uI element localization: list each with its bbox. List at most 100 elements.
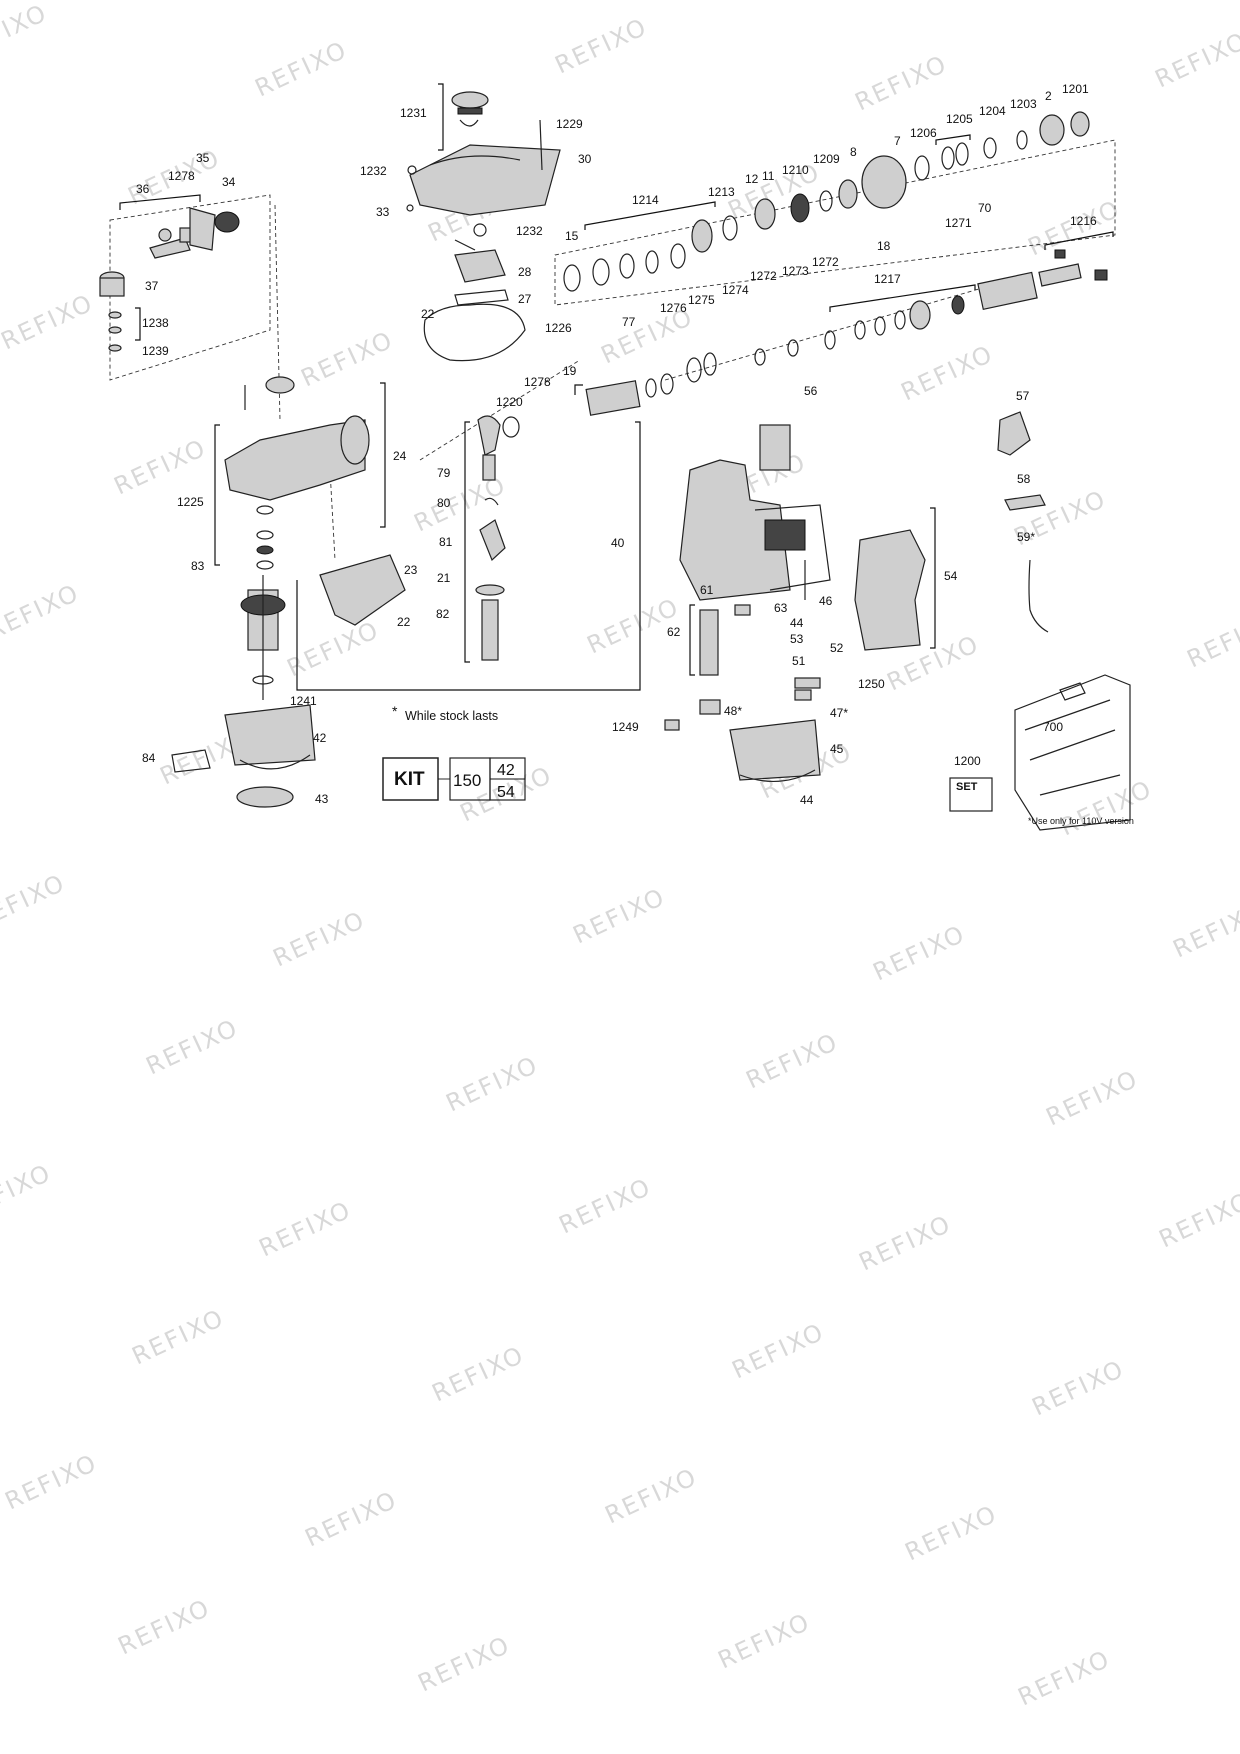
part-label: 35 <box>196 151 210 165</box>
watermark-text: REFIXO <box>0 578 84 645</box>
part-label: 1278 <box>524 375 551 389</box>
part-label: 1209 <box>813 152 840 166</box>
watermark-text: REFIXO <box>0 1158 56 1225</box>
part-label: 12 <box>745 172 759 186</box>
watermark-text: REFIXO <box>1151 26 1240 93</box>
part-label-layer: 1231122930123233123228272212263612783534… <box>136 82 1097 807</box>
watermark-text: REFIXO <box>551 12 652 79</box>
kit-number: 150 <box>453 771 481 790</box>
part-label: 1210 <box>782 163 809 177</box>
watermark-text: REFIXO <box>442 1050 543 1117</box>
bracket-groups <box>119 83 1114 691</box>
watermark-text: REFIXO <box>897 339 998 406</box>
part-label: 24 <box>393 449 407 463</box>
set-badge-text: SET <box>956 781 978 793</box>
part-label: 1274 <box>722 283 749 297</box>
watermark-text: REFIXO <box>114 1593 215 1660</box>
part-label: 52 <box>830 641 844 655</box>
part-label: 46 <box>819 594 833 608</box>
part-label: 42 <box>313 731 327 745</box>
watermark-text: REFIXO <box>301 1485 402 1552</box>
watermark-text: REFIXO <box>742 1027 843 1094</box>
part-label: 30 <box>578 152 592 166</box>
part-label: 63 <box>774 601 788 615</box>
part-label: 1220 <box>496 395 523 409</box>
watermark-text: REFIXO <box>428 1340 529 1407</box>
kit-part-top: 42 <box>497 762 515 779</box>
watermark-text: REFIXO <box>1028 1354 1129 1421</box>
part-label: 59* <box>1017 530 1035 544</box>
part-label: 1278 <box>168 169 195 183</box>
part-label: 22 <box>397 615 411 629</box>
part-label: 1214 <box>632 193 659 207</box>
part-label: 15 <box>565 229 579 243</box>
part-label: 61 <box>700 583 714 597</box>
watermark-text: REFIXO <box>1183 606 1240 673</box>
part-label: 1206 <box>910 126 937 140</box>
kit-part-bottom: 54 <box>497 784 515 801</box>
part-label: 18 <box>877 239 891 253</box>
part-label: 1238 <box>142 316 169 330</box>
footnote-text: While stock lasts <box>405 709 498 723</box>
watermark-text: REFIXO <box>869 919 970 986</box>
part-label: 1226 <box>545 321 572 335</box>
part-label: 36 <box>136 182 150 196</box>
part-label: 37 <box>145 279 159 293</box>
part-label: 34 <box>222 175 236 189</box>
part-label: 80 <box>437 496 451 510</box>
part-label: 19 <box>563 364 577 378</box>
part-label: 1200 <box>954 754 981 768</box>
watermark-text: REFIXO <box>142 1013 243 1080</box>
watermark-text: REFIXO <box>1155 1186 1240 1253</box>
watermark-text: REFIXO <box>1014 1644 1115 1711</box>
part-label: 51 <box>792 654 806 668</box>
part-label: 53 <box>790 632 804 646</box>
part-label: 8 <box>850 145 857 159</box>
part-label: 84 <box>142 751 156 765</box>
assembly-outlines <box>109 139 1116 561</box>
part-label: 40 <box>611 536 625 550</box>
watermark-text: REFIXO <box>297 325 398 392</box>
part-label: 1250 <box>858 677 885 691</box>
part-label: 33 <box>376 205 390 219</box>
watermark-text: REFIXO <box>414 1630 515 1697</box>
footnote: * While stock lasts <box>392 703 498 723</box>
part-label: 1229 <box>556 117 583 131</box>
watermark-text: REFIXO <box>251 35 352 102</box>
watermark-text: REFIXO <box>555 1172 656 1239</box>
part-label: 83 <box>191 559 205 573</box>
part-label: 1241 <box>290 694 317 708</box>
part-label: 7 <box>894 134 901 148</box>
part-label: 1276 <box>660 301 687 315</box>
part-label: 1201 <box>1062 82 1089 96</box>
part-label: 82 <box>436 607 450 621</box>
part-label: 1232 <box>516 224 543 238</box>
watermark-text: REFIXO <box>851 49 952 116</box>
watermark-text: REFIXO <box>255 1195 356 1262</box>
part-label: 1216 <box>1070 214 1097 228</box>
watermark-text: REFIXO <box>0 288 98 355</box>
watermark-text: REFIXO <box>128 1303 229 1370</box>
part-label: 47* <box>830 706 848 720</box>
part-label: 28 <box>518 265 532 279</box>
watermark-text: REFIXO <box>714 1607 815 1674</box>
part-label: 43 <box>315 792 329 806</box>
part-label: 23 <box>404 563 418 577</box>
watermark-text: REFIXO <box>1 1448 102 1515</box>
part-label: 1203 <box>1010 97 1037 111</box>
part-label: 1271 <box>945 216 972 230</box>
part-label: 1205 <box>946 112 973 126</box>
part-label: 62 <box>667 625 681 639</box>
part-label: 56 <box>804 384 818 398</box>
part-label: 1273 <box>782 264 809 278</box>
part-label: 45 <box>830 742 844 756</box>
part-label: 79 <box>437 466 451 480</box>
part-label: 21 <box>437 571 451 585</box>
watermark-text: REFIXO <box>601 1462 702 1529</box>
watermark-text: REFIXO <box>110 433 211 500</box>
part-label: 1239 <box>142 344 169 358</box>
part-label: 1272 <box>812 255 839 269</box>
part-label: 1204 <box>979 104 1006 118</box>
